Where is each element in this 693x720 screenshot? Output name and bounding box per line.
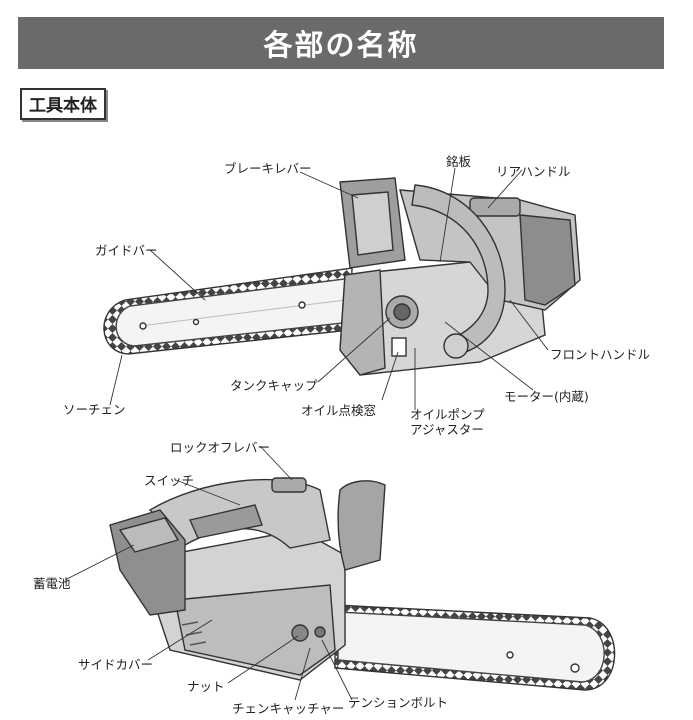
- label-side-cover: サイドカバー: [78, 657, 154, 672]
- label-lock-off-lever: ロックオフレバー: [170, 440, 271, 455]
- label-battery: 蓄電池: [33, 576, 71, 591]
- top-saw: [103, 177, 581, 376]
- label-saw-chain: ソーチェン: [63, 402, 126, 417]
- label-guide-bar: ガイドバー: [95, 243, 158, 258]
- bottom-saw: [109, 477, 616, 691]
- label-brake-lever: ブレーキレバー: [224, 161, 312, 176]
- label-oil-pump-adjuster-line2: アジャスター: [410, 422, 484, 437]
- bottom-side-cover: [174, 584, 336, 676]
- label-rear-handle: リアハンドル: [496, 164, 571, 179]
- label-oil-pump-adjuster-line1: オイルポンプ: [410, 407, 485, 422]
- bottom-brake-lever: [337, 480, 386, 571]
- label-tank-cap: タンクキャップ: [230, 378, 318, 393]
- leader-lines: [64, 167, 549, 701]
- bottom-guide-bar: [337, 611, 605, 683]
- label-switch: スイッチ: [144, 473, 195, 488]
- section-heading: 工具本体: [20, 88, 106, 120]
- page-title: 各部の名称: [18, 17, 664, 69]
- label-chain-catcher: チェンキャッチャー: [232, 701, 345, 716]
- label-tension-bolt: テンションボルト: [348, 695, 449, 710]
- label-nut: ナット: [187, 679, 225, 694]
- top-guide-bar: [115, 277, 353, 347]
- label-motor: モーター(内蔵): [504, 389, 589, 404]
- label-oil-window: オイル点検窓: [301, 403, 377, 418]
- label-nameplate: 銘板: [446, 154, 472, 169]
- bottom-tension-bolt: [314, 626, 326, 638]
- label-front-handle: フロントハンドル: [550, 347, 651, 362]
